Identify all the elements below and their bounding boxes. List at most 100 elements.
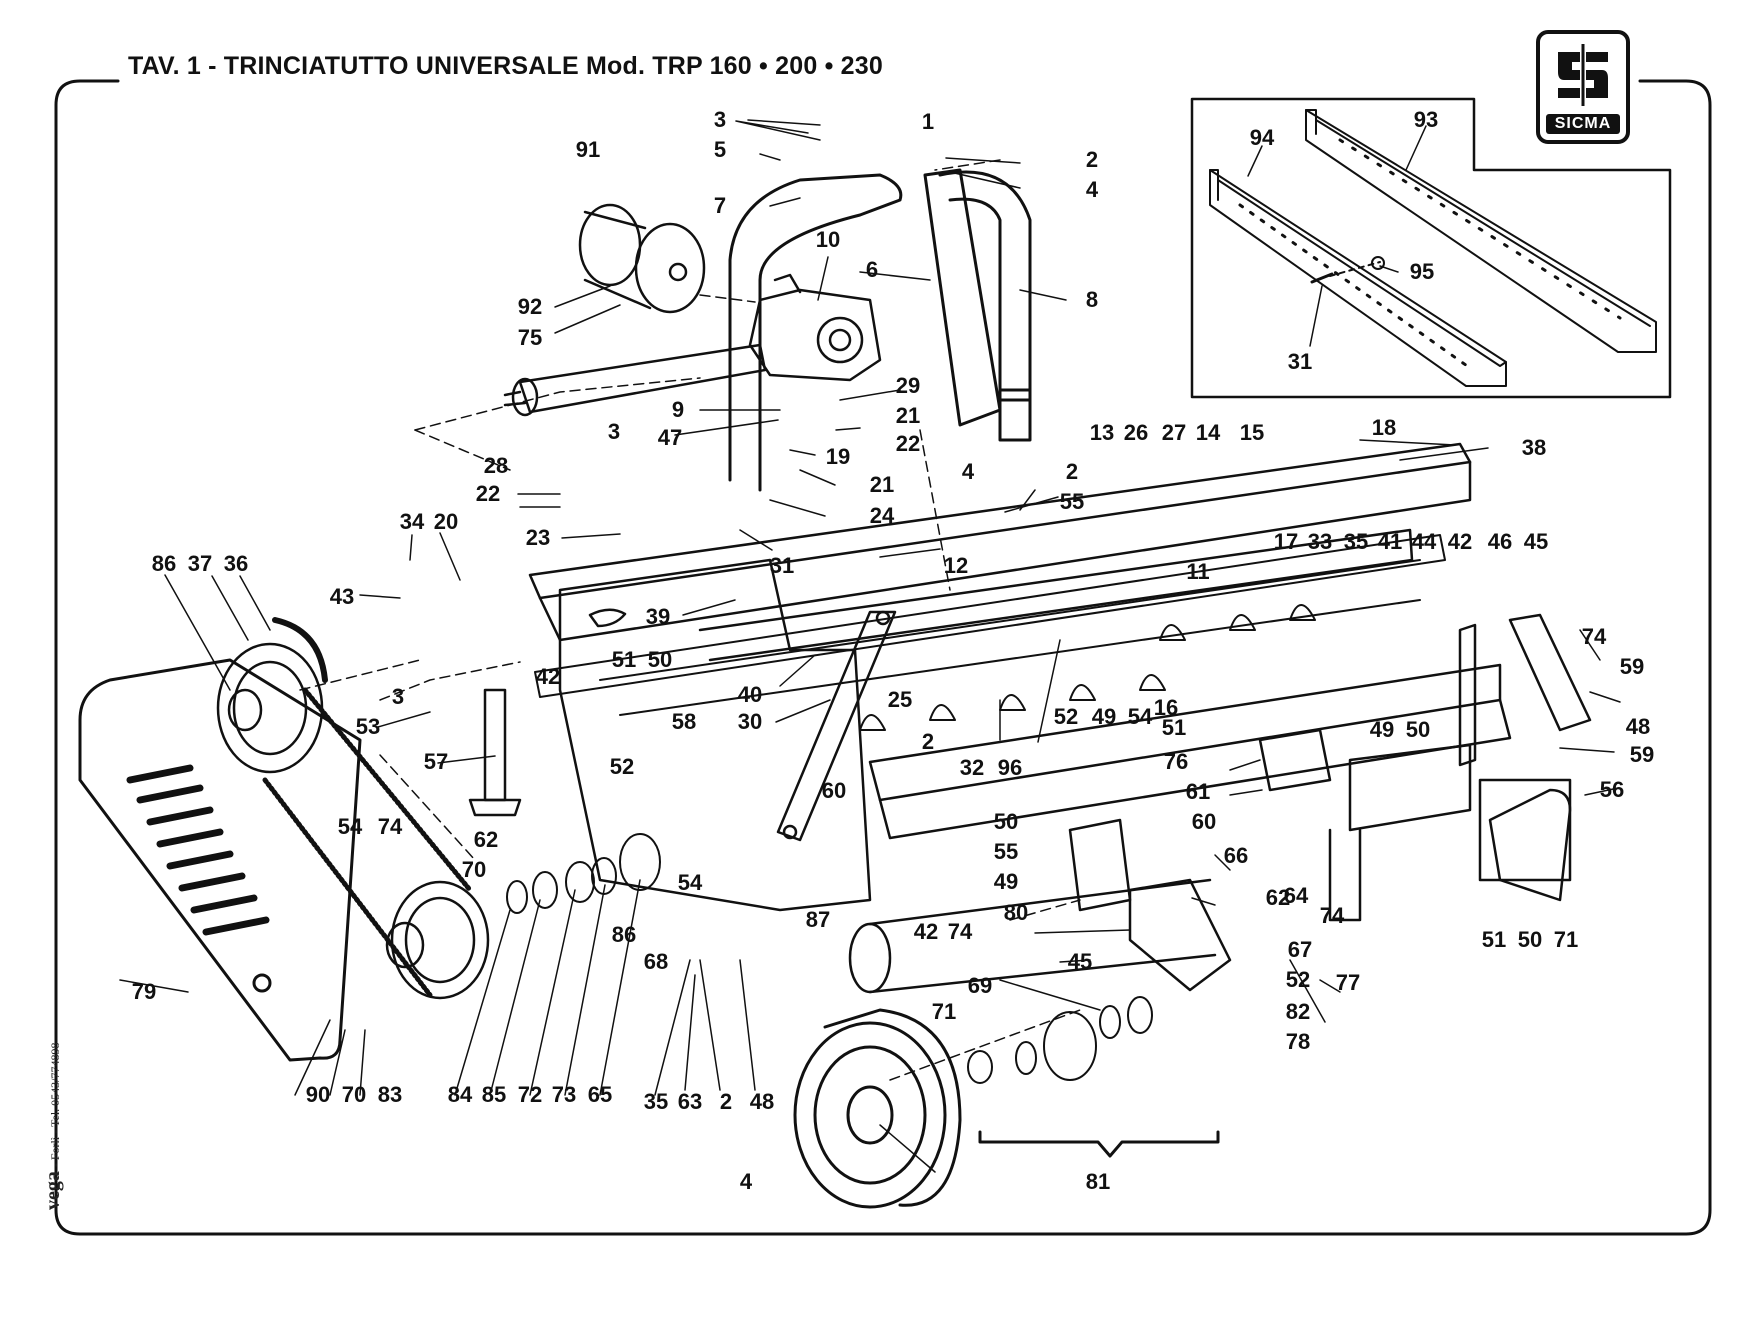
part-number: 83: [377, 1082, 403, 1107]
part-number: 86: [611, 922, 637, 947]
gearbox: [748, 273, 882, 382]
part-number: 60: [821, 778, 847, 803]
part-number: 74: [1319, 903, 1345, 928]
part-number: 52: [1285, 967, 1311, 992]
part-number: 16: [1153, 695, 1179, 720]
part-number: 35: [1343, 529, 1369, 554]
part-number: 48: [1625, 714, 1651, 739]
part-number: 21: [869, 472, 895, 497]
sicma-logo-text: SICMA: [1546, 114, 1620, 134]
part-number: 86: [151, 551, 177, 576]
part-number: 17: [1273, 529, 1299, 554]
part-number: 49: [1091, 704, 1117, 729]
rotor-tube: [599, 559, 1421, 716]
part-number: 9: [671, 397, 685, 422]
roller-80: [848, 878, 1217, 994]
bearing-stack: [506, 833, 661, 914]
part-number: 81: [1085, 1169, 1111, 1194]
part-number: 33: [1307, 529, 1333, 554]
part-number: 22: [475, 481, 501, 506]
part-number: 37: [187, 551, 213, 576]
part-number: 87: [805, 907, 831, 932]
part-number: 76: [1163, 749, 1189, 774]
pulley-37: [216, 617, 328, 774]
part-number: 56: [1599, 777, 1625, 802]
part-number: 42: [913, 919, 939, 944]
part-number: 70: [341, 1082, 367, 1107]
part-number: 2: [921, 729, 935, 754]
part-number: 18: [1371, 415, 1397, 440]
part-number: 6: [865, 257, 879, 282]
arm-30: [776, 610, 897, 842]
part-number: 60: [1191, 809, 1217, 834]
part-number: 47: [657, 425, 683, 450]
part-number: 50: [647, 647, 673, 672]
part-number: 74: [377, 814, 403, 839]
part-number: 2: [1085, 147, 1099, 172]
part-number: 10: [815, 227, 841, 252]
printer-imprint: vega- Forlì - Tel. 0543/774898: [42, 1043, 65, 1211]
page-frame: [54, 79, 1712, 1236]
sicma-logo-icon: [1558, 44, 1608, 106]
part-number: 34: [399, 509, 425, 534]
part-number: 41: [1377, 529, 1403, 554]
part-number: 26: [1123, 420, 1149, 445]
part-number: 2: [719, 1089, 733, 1114]
part-number: 79: [131, 979, 157, 1004]
brace-89: [978, 1130, 1220, 1158]
part-number: 51: [1481, 927, 1507, 952]
part-number: 70: [461, 857, 487, 882]
part-number: 4: [739, 1169, 753, 1194]
assembly-lines: [299, 159, 1081, 1081]
part-number: 19: [825, 444, 851, 469]
inset-box: [1190, 97, 1672, 399]
belt-guard-82: [78, 658, 362, 1062]
part-number: 27: [1161, 420, 1187, 445]
part-number: 84: [447, 1082, 473, 1107]
part-number: 54: [337, 814, 363, 839]
part-number: 82: [1285, 999, 1311, 1024]
knife-brackets: [859, 604, 1316, 731]
part-number: 59: [1619, 654, 1645, 679]
part-number: 20: [433, 509, 459, 534]
part-number: 3: [391, 684, 405, 709]
part-number: 35: [643, 1089, 669, 1114]
part-number: 4: [1085, 177, 1099, 202]
part-number: 36: [223, 551, 249, 576]
part-number: 15: [1239, 420, 1265, 445]
right-side-hardware: [1068, 728, 1572, 992]
bracket-46: [1458, 613, 1592, 767]
pto-shaft: [503, 343, 767, 417]
part-number: 13: [1089, 420, 1115, 445]
part-number: 32: [959, 755, 985, 780]
part-number: 43: [329, 584, 355, 609]
pulley-87: [385, 880, 490, 1000]
part-number: 50: [1405, 717, 1431, 742]
wheel-88: [793, 1008, 962, 1209]
part-number: 58: [671, 709, 697, 734]
part-number: 39: [645, 604, 671, 629]
part-number: 1: [921, 109, 935, 134]
part-number: 65: [587, 1082, 613, 1107]
part-number: 42: [1447, 529, 1473, 554]
part-number: 74: [1581, 624, 1607, 649]
part-number: 74: [947, 919, 973, 944]
part-number: 22: [895, 431, 921, 456]
part-number: 48: [749, 1089, 775, 1114]
part-number: 94: [1249, 125, 1275, 150]
part-number: 50: [993, 809, 1019, 834]
part-number: 80: [1003, 900, 1029, 925]
part-number: 52: [609, 754, 635, 779]
side-plate-left: [558, 558, 872, 912]
part-number: 52: [1053, 704, 1079, 729]
part-number: 51: [611, 647, 637, 672]
part-number: 28: [483, 453, 509, 478]
part-number: 71: [931, 999, 957, 1024]
part-number: 90: [305, 1082, 331, 1107]
part-number: 31: [769, 553, 795, 578]
part-number: 66: [1223, 843, 1249, 868]
part-number: 12: [943, 553, 969, 578]
part-number: 50: [1517, 927, 1543, 952]
part-number: 92: [517, 294, 543, 319]
